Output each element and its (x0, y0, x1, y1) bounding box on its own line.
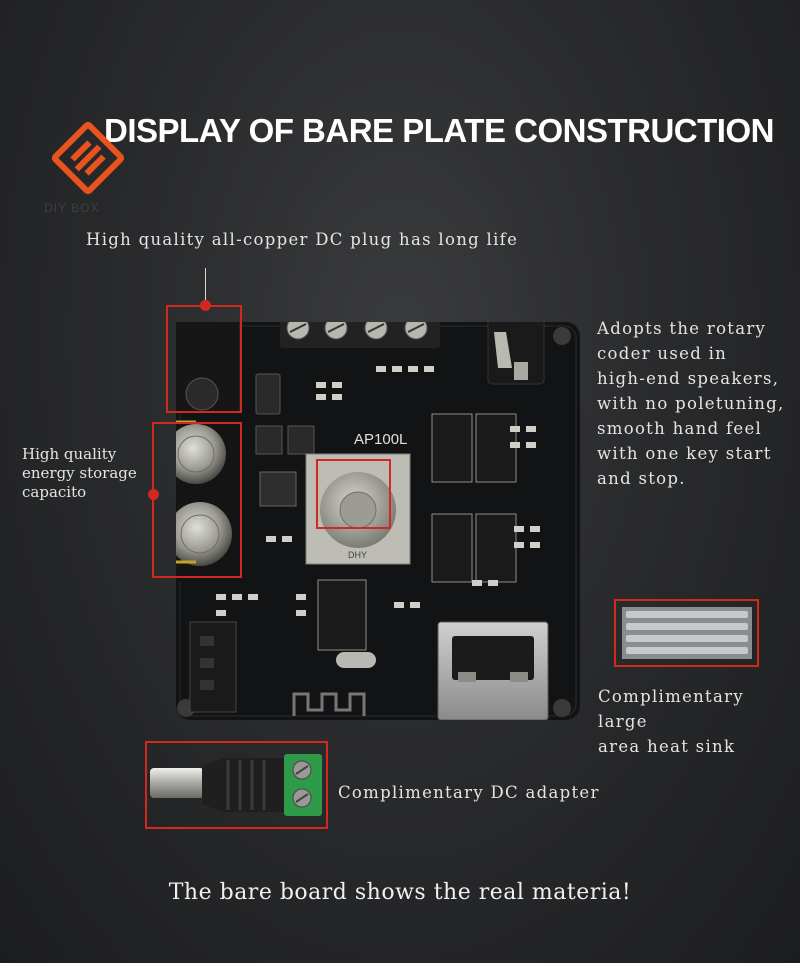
dc-plug-caption: High quality all-copper DC plug has long… (86, 230, 519, 249)
rotary-highlight (316, 459, 391, 529)
page-title: DISPLAY OF BARE PLATE CONSTRUCTION (104, 112, 774, 149)
heat-sink-highlight (614, 599, 759, 667)
pcb-board: AP100L DHY (176, 322, 580, 720)
capacitor-highlight (152, 422, 242, 578)
dc-adapter-highlight (145, 741, 328, 829)
heat-sink-image (622, 607, 752, 659)
rotary-caption: Adopts the rotary coder used in high-end… (597, 319, 785, 488)
heat-sink-caption: Complimentary large area heat sink (598, 687, 744, 756)
board-label: AP100L (354, 431, 407, 448)
capacitor-caption: High quality energy storage capacito (22, 445, 137, 501)
knob-label: DHY (348, 550, 367, 560)
dc-adapter-image (150, 754, 322, 816)
footer-text: The bare board shows the real materia! (168, 880, 632, 905)
brand-watermark: DIY BOX (44, 201, 100, 215)
diy-box-logo (51, 121, 125, 195)
dc-adapter-caption: Complimentary DC adapter (338, 783, 600, 802)
dc-plug-leader-line (205, 268, 206, 306)
dc-plug-highlight (166, 305, 242, 413)
